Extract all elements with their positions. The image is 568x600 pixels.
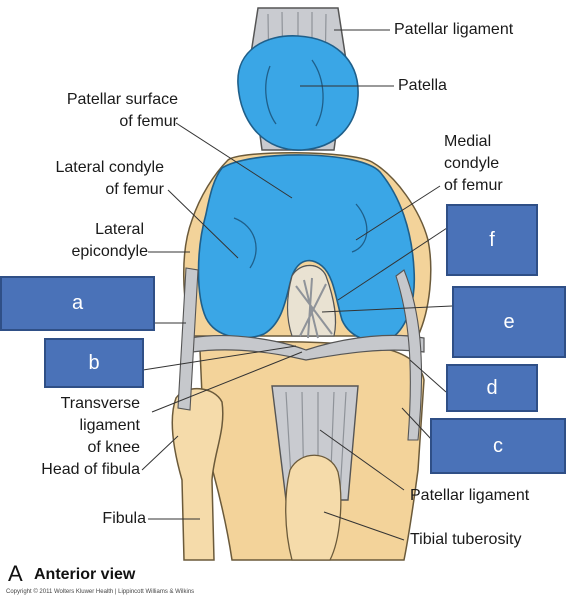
- label-lateral-epicondyle-line1: Lateral: [95, 221, 144, 238]
- fibula-bone: [171, 388, 224, 561]
- label-transverse-line2: ligament: [79, 417, 140, 434]
- femoral-cartilage: [197, 154, 416, 342]
- tibial-tuberosity-shape: [285, 454, 342, 561]
- label-patellar-ligament-top: Patellar ligament: [394, 21, 514, 38]
- label-patellar-ligament-bottom: Patellar ligament: [410, 487, 530, 504]
- answer-box-c[interactable]: c: [430, 418, 566, 474]
- label-lateral-epicondyle-line2: epicondyle: [71, 243, 149, 260]
- label-medial-condyle-line1: Medial: [444, 133, 492, 150]
- label-head-of-fibula: Head of fibula: [41, 461, 140, 478]
- label-medial-condyle-line3: of femur: [444, 177, 503, 194]
- label-medial-condyle-line2: condyle: [444, 155, 500, 172]
- view-title: Anterior view: [34, 566, 136, 583]
- answer-box-b[interactable]: b: [44, 338, 144, 388]
- answer-box-e[interactable]: e: [452, 286, 566, 358]
- label-patella: Patella: [398, 77, 447, 94]
- medial-collateral-ligament: [395, 269, 423, 441]
- lateral-collateral-ligament: [177, 267, 199, 411]
- label-tibial-tuberosity: Tibial tuberosity: [410, 531, 522, 548]
- menisci: [189, 334, 425, 361]
- leader-lines: [141, 29, 453, 541]
- view-letter: A: [8, 561, 23, 586]
- answer-box-f[interactable]: f: [446, 204, 538, 276]
- label-transverse-line1: Transverse: [60, 395, 140, 412]
- label-transverse-line3: of knee: [87, 439, 140, 456]
- label-patellar-surface-line1: Patellar surface: [66, 91, 178, 108]
- patella-shape: [237, 35, 359, 151]
- label-fibula: Fibula: [102, 510, 146, 527]
- label-patellar-surface-line2: of femur: [119, 113, 178, 130]
- answer-box-d[interactable]: d: [446, 364, 538, 412]
- label-lateral-condyle-line2: of femur: [105, 181, 164, 198]
- answer-box-a[interactable]: a: [0, 276, 155, 331]
- cruciate-ligaments: [295, 277, 333, 339]
- copyright-notice: Copyright © 2011 Wolters Kluwer Health |…: [6, 589, 195, 595]
- label-lateral-condyle-line1: Lateral condyle: [55, 159, 164, 176]
